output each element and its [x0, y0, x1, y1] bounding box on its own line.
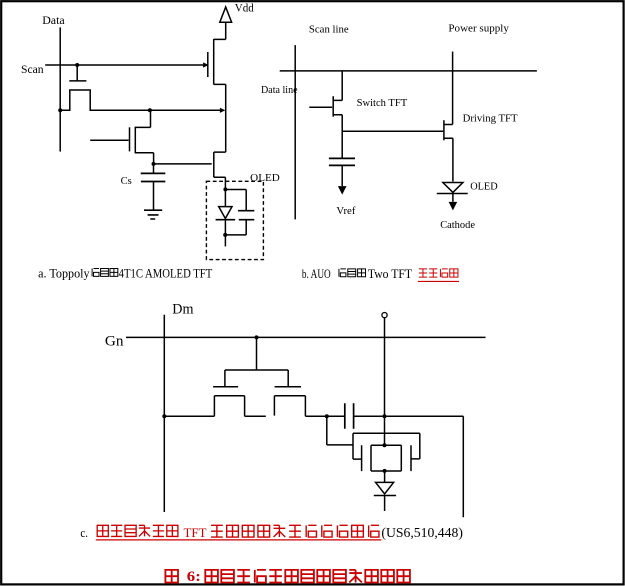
- svg-text:a. Toppoly: a. Toppoly: [38, 266, 90, 280]
- svg-text:Scan line: Scan line: [309, 23, 349, 35]
- svg-text:Cathode: Cathode: [440, 219, 475, 231]
- svg-text:Dm: Dm: [172, 301, 194, 317]
- svg-text:6:: 6:: [187, 569, 201, 585]
- svg-text:Driving TFT: Driving TFT: [463, 112, 518, 124]
- svg-text:OLED: OLED: [250, 172, 280, 184]
- svg-text:Two TFT: Two TFT: [368, 267, 413, 281]
- svg-text:Scan: Scan: [21, 62, 44, 76]
- svg-text:TFT: TFT: [184, 526, 207, 540]
- svg-text:b. AUO: b. AUO: [302, 267, 331, 281]
- svg-text:c.: c.: [80, 526, 88, 540]
- svg-text:Data line: Data line: [261, 85, 298, 96]
- svg-text:Data: Data: [42, 13, 65, 27]
- svg-text:Switch TFT: Switch TFT: [357, 97, 408, 109]
- svg-text:(US6,510,448): (US6,510,448): [381, 525, 463, 540]
- svg-text:Power supply: Power supply: [448, 22, 509, 34]
- svg-text:Vref: Vref: [336, 205, 355, 217]
- svg-text:OLED: OLED: [470, 181, 498, 193]
- svg-text:Vdd: Vdd: [235, 3, 254, 15]
- svg-text:4T1C AMOLED TFT: 4T1C AMOLED TFT: [119, 266, 213, 280]
- svg-text:Cs: Cs: [121, 175, 132, 187]
- svg-text:Gn: Gn: [105, 334, 124, 350]
